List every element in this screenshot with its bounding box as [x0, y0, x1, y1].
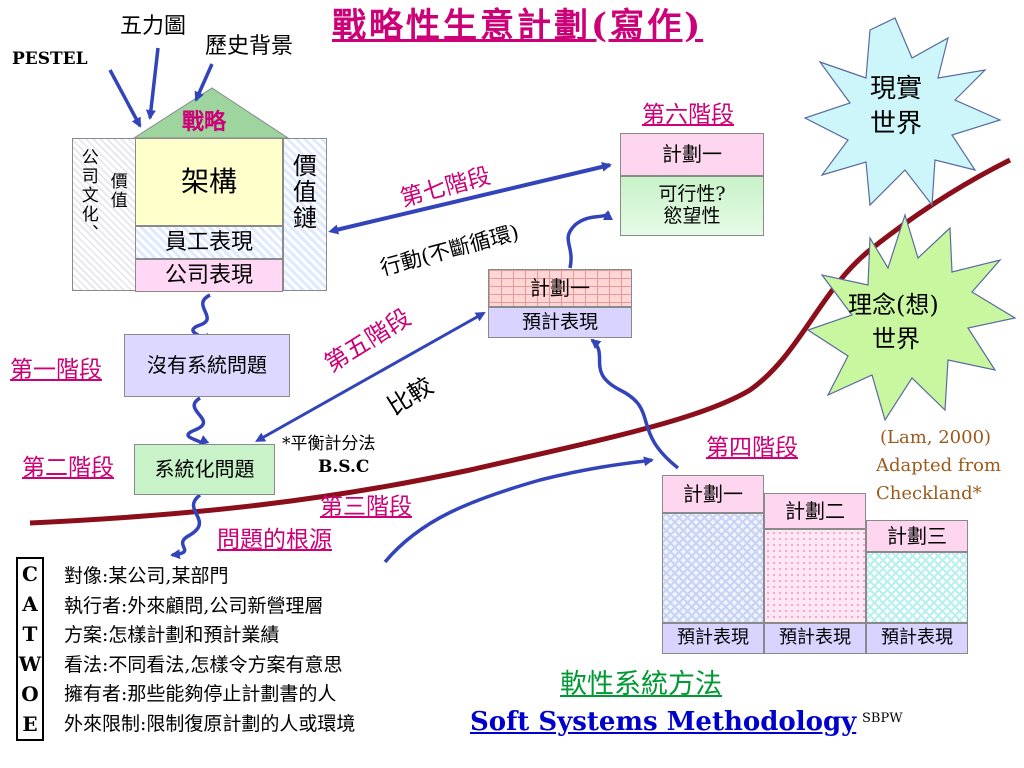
real-world-star	[803, 17, 1002, 207]
arrow-stage2-to-root	[170, 493, 202, 560]
catwoe-letter-c: C	[22, 562, 38, 586]
catwoe-items: 對像:某公司,某部門 執行者:外來顧問,公司新營理層 方案:怎樣計劃和預計業績 …	[64, 562, 355, 739]
catwoe-item: 方案:怎樣計劃和預計業績	[64, 624, 280, 646]
house-structure: 架構	[135, 138, 283, 226]
house-right-wall	[283, 138, 327, 291]
stage1-label: 第一階段	[10, 357, 102, 383]
stage5-perf: 預計表現	[488, 307, 632, 338]
citation-line2: Adapted from	[876, 455, 1002, 476]
bsc-line1: *平衡計分法	[282, 434, 376, 454]
stage4-plan-1: 計劃一	[662, 475, 764, 513]
real-world-line1: 現實	[870, 74, 923, 104]
catwoe-letters: C A T W O E	[16, 557, 44, 741]
catwoe-letter-w: W	[18, 652, 42, 676]
footer-english: Soft Systems Methodology	[470, 707, 857, 737]
catwoe-item: 擁有者:那些能夠停止計劃書的人	[64, 683, 337, 705]
stage5-plan: 計劃一	[488, 269, 632, 307]
stage4-perf-1: 預計表現	[662, 623, 764, 654]
stage2-label: 第二階段	[22, 455, 114, 481]
arrow-stage1-to-stage2	[186, 396, 210, 446]
house-company-perf: 公司表現	[135, 259, 283, 292]
pestel-label: PESTEL	[12, 49, 88, 69]
stage4-label: 第四階段	[706, 435, 798, 461]
stage4-perf-2: 預計表現	[764, 623, 866, 654]
catwoe-item: 外來限制:限制復原計劃的人或環境	[64, 712, 356, 735]
arrow-stage7-double	[328, 161, 612, 235]
footer-chinese: 軟性系統方法	[560, 669, 722, 700]
stage4-perf-3: 預計表現	[866, 623, 968, 654]
idea-world-star	[806, 212, 1017, 422]
arrow-stage5-to-stage6	[566, 210, 613, 269]
arrow-five-forces	[145, 47, 160, 120]
stage4-plan-3-fill	[866, 552, 968, 623]
house-culture-label: 公司文化、	[77, 148, 98, 243]
house-culture-value-label: 價值	[106, 172, 127, 210]
catwoe-item: 對像:某公司,某部門	[64, 565, 229, 587]
world-boundary-curve	[29, 157, 1012, 526]
catwoe-item: 看法:不同看法,怎樣令方案有意思	[64, 653, 343, 676]
footer-tag: SBPW	[862, 711, 903, 726]
idea-world-line1: 理念(想)	[848, 291, 939, 319]
stage2-box: 系統化問題	[134, 444, 275, 495]
arrow-history	[194, 63, 214, 102]
five-forces-label: 五力圖	[120, 14, 187, 39]
arrow-stage3-to-stage4	[383, 456, 654, 564]
stage6-plan: 計劃一	[620, 133, 764, 176]
stage4-plan-2: 計劃二	[764, 493, 866, 529]
house-staff-perf: 員工表現	[135, 226, 283, 259]
arrow-stage4-to-stage5	[590, 338, 680, 470]
house-left-wall	[72, 138, 136, 291]
stage1-box: 沒有系統問題	[124, 334, 290, 397]
arrow-stage5-compare	[255, 311, 486, 442]
stage4-plan-1-fill	[662, 513, 764, 623]
catwoe-letter-e: E	[22, 712, 38, 736]
stage6-feasible-line2: 慾望性	[663, 205, 721, 227]
history-label: 歷史背景	[205, 34, 294, 59]
real-world-line2: 世界	[870, 109, 923, 139]
idea-world-line2: 世界	[872, 325, 920, 353]
stage6-feasible-line1: 可行性?	[658, 183, 726, 206]
house-roof-label: 戰略	[182, 109, 227, 135]
citation-line1: (Lam, 2000)	[880, 427, 992, 448]
citation-line3: Checkland*	[876, 483, 982, 504]
stage6-feasibility: 可行性? 慾望性	[620, 176, 764, 236]
stage6-label: 第六階段	[642, 102, 734, 128]
bsc-line2: B.S.C	[318, 457, 370, 477]
catwoe-letter-o: O	[21, 682, 39, 706]
page-title: 戰略性生意計劃(寫作)	[332, 6, 704, 46]
stage3-label: 第三階段	[320, 494, 412, 520]
catwoe-letter-a: A	[22, 592, 38, 616]
arrow-pestel	[108, 69, 142, 128]
catwoe-letter-t: T	[22, 622, 38, 646]
catwoe-item: 執行者:外來顧問,公司新營理層	[64, 594, 324, 617]
stage4-plan-2-fill	[764, 529, 866, 623]
house-value-chain-label: 價值鏈	[288, 153, 317, 231]
stage4-plan-3: 計劃三	[866, 520, 968, 552]
arrow-house-to-stage1	[191, 293, 211, 343]
root-cause-label: 問題的根源	[217, 527, 332, 553]
